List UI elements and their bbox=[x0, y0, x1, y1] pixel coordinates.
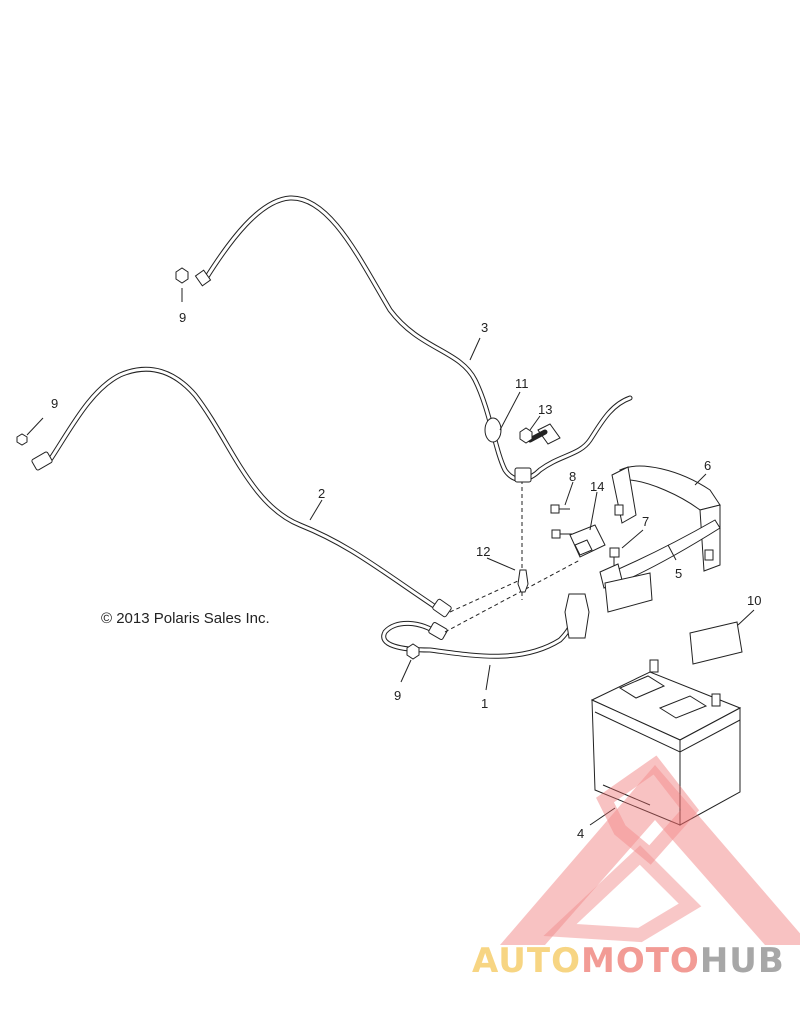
callout-10: 10 bbox=[747, 593, 761, 608]
fuse-holder-14 bbox=[569, 524, 606, 558]
callout-7: 7 bbox=[642, 514, 649, 529]
watermark-triangle bbox=[500, 765, 800, 945]
callout-2: 2 bbox=[318, 486, 325, 501]
watermark-logo: AUTOMOTOHUB bbox=[472, 755, 800, 981]
watermark-hub: HUB bbox=[700, 941, 785, 981]
callout-14: 14 bbox=[590, 479, 604, 494]
callout-9-top: 9 bbox=[179, 310, 186, 325]
hold-down-strap-6 bbox=[611, 465, 721, 572]
watermark-moto: MOTO bbox=[581, 941, 700, 981]
nut-9-left bbox=[16, 433, 28, 446]
leader-lines bbox=[26, 288, 755, 826]
callouts: 3 9 9 9 2 11 13 8 14 6 7 5 12 10 1 4 bbox=[51, 310, 761, 841]
pad-left bbox=[604, 572, 653, 613]
screw-8 bbox=[550, 504, 572, 539]
svg-text:AUTOMOTOHUB: AUTOMOTOHUB bbox=[472, 941, 785, 981]
watermark-auto: AUTO bbox=[472, 941, 581, 981]
callout-4: 4 bbox=[577, 826, 584, 841]
callout-5: 5 bbox=[675, 566, 682, 581]
assembly-lines bbox=[444, 480, 581, 633]
callout-6: 6 bbox=[704, 458, 711, 473]
callout-12: 12 bbox=[476, 544, 490, 559]
callout-8: 8 bbox=[569, 469, 576, 484]
callout-1: 1 bbox=[481, 696, 488, 711]
battery-4 bbox=[590, 659, 742, 826]
nut-9-bottom bbox=[406, 643, 420, 660]
clip-12 bbox=[517, 569, 529, 593]
copyright-notice: © 2013 Polaris Sales Inc. bbox=[101, 610, 270, 627]
callout-3: 3 bbox=[481, 320, 488, 335]
callout-9-bottom: 9 bbox=[394, 688, 401, 703]
cable-2 bbox=[31, 366, 452, 618]
pad-10 bbox=[689, 621, 743, 665]
callout-11: 11 bbox=[515, 376, 529, 391]
cable-1 bbox=[381, 593, 590, 659]
bracket-bolt bbox=[514, 467, 532, 483]
nut-9-top bbox=[175, 267, 189, 284]
callout-9-left: 9 bbox=[51, 396, 58, 411]
cable-3 bbox=[194, 195, 633, 482]
nut-13 bbox=[519, 427, 533, 444]
callout-13: 13 bbox=[538, 402, 552, 417]
